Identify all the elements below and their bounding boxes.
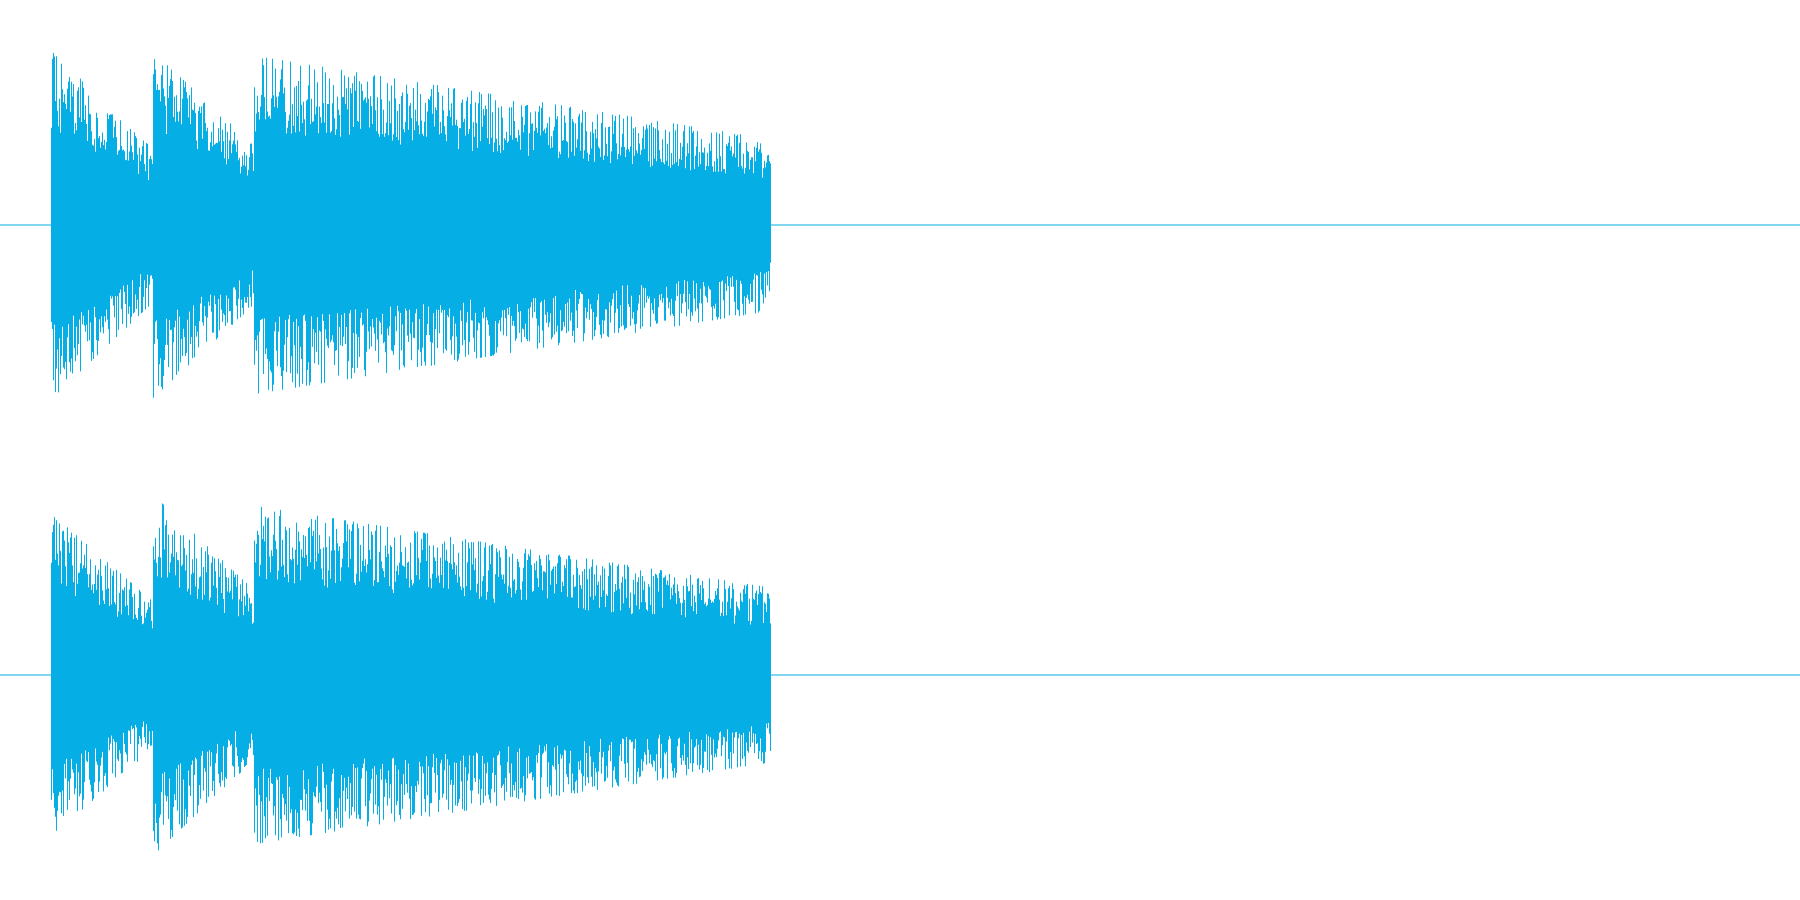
channel-1-track[interactable] xyxy=(0,52,1800,398)
channel-1-waveform xyxy=(51,52,771,398)
channel-2-track[interactable] xyxy=(0,503,1800,851)
channel-2-waveform xyxy=(51,503,771,851)
